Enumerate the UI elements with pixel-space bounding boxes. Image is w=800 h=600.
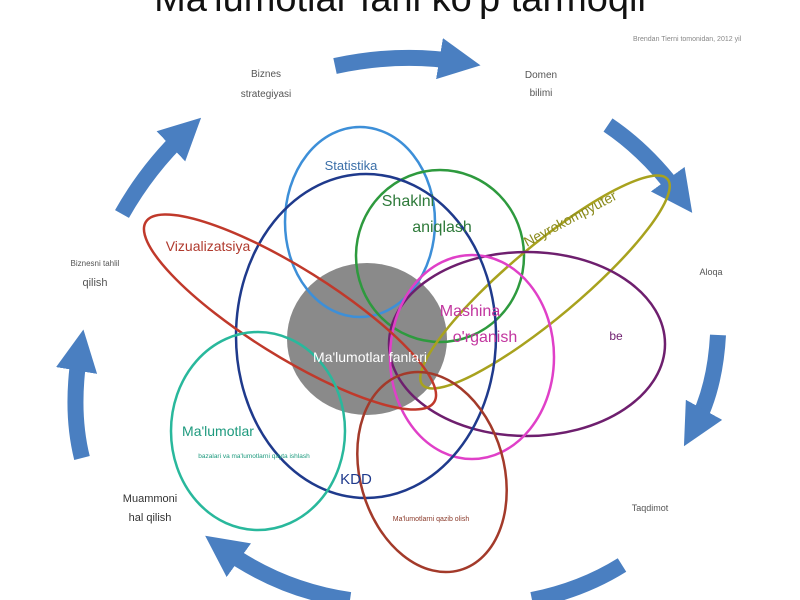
label-visualization: Vizualizatsiya	[166, 238, 251, 254]
statistics-ellipse	[283, 125, 437, 319]
label-business-analysis-1: Biznesni tahlil	[71, 259, 120, 268]
cycle-arrow-bottom	[205, 535, 352, 600]
label-machine-learning-2: o'rganish	[453, 329, 517, 346]
pattern-recognition-ellipse	[354, 168, 526, 344]
center-blob	[287, 263, 447, 415]
label-kdd: KDD	[340, 471, 372, 488]
label-problem-solving-2: hal qilish	[129, 512, 172, 524]
label-statistics: Statistika	[325, 158, 379, 173]
label-data-sub: bazalari va ma'lumotlarni qayta ishlash	[198, 453, 310, 460]
cycle-arrow-top-left	[115, 117, 202, 218]
label-pattern-recognition-2: aniqlash	[412, 219, 472, 236]
cycle-arrow-top-right	[603, 118, 693, 213]
data-ellipse	[169, 330, 347, 532]
label-business-analysis-2: qilish	[82, 277, 107, 289]
label-presentation: Taqdimot	[632, 503, 669, 513]
label-pattern-recognition-1: Shaklni	[382, 193, 434, 210]
label-domain-knowledge-2: bilimi	[530, 88, 553, 99]
label-data: Ma'lumotlar	[182, 423, 254, 439]
cycle-arrow-top	[333, 38, 481, 80]
label-neurocomputing: Neyrokompyuter	[521, 187, 619, 250]
label-center: Ma'lumotlar fanlari	[313, 349, 427, 365]
cycle-arrow-left	[56, 329, 98, 460]
label-business-strategy-2: strategiyasi	[241, 89, 292, 100]
page-title: Ma'lumotlar fani ko'p tarmoqli	[0, 0, 800, 21]
cycle-arrow-right	[683, 334, 726, 447]
label-communication: Aloqa	[699, 267, 722, 277]
purple-ellipse	[387, 250, 667, 438]
label-business-strategy-1: Biznes	[251, 69, 281, 80]
machine-learning-ellipse	[388, 253, 556, 461]
credit-text: Brendan Tierni tomonidan, 2012 yil	[633, 36, 742, 43]
label-machine-learning-1: Mashina	[440, 303, 501, 320]
label-domain-knowledge-1: Domen	[525, 70, 557, 81]
visualization-ellipse	[142, 213, 438, 411]
label-problem-solving-1: Muammoni	[123, 493, 177, 505]
cycle-arrow-bottom-right	[530, 558, 627, 600]
label-be: be	[609, 329, 623, 343]
cycle-arrows	[56, 38, 726, 600]
label-data-mining: Ma'lumotlarni qazib olish	[393, 516, 470, 523]
data-mining-ellipse	[356, 370, 508, 574]
neurocomputing-ellipse	[419, 174, 671, 390]
